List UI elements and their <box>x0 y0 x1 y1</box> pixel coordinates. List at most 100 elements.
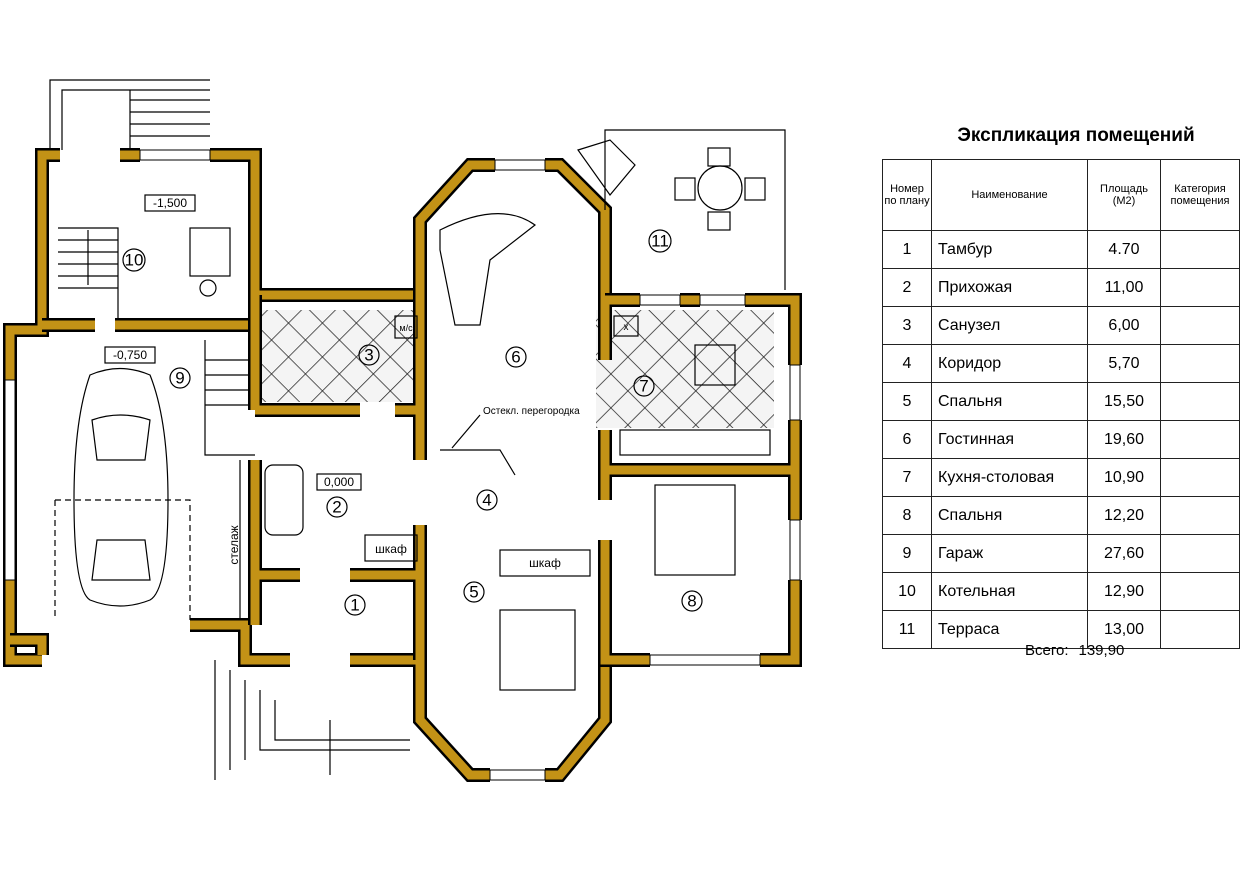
svg-text:3: 3 <box>364 346 373 365</box>
room-name: Спальня <box>931 382 1088 421</box>
svg-text:2: 2 <box>332 498 341 517</box>
header-category: Категория помещения <box>1160 159 1240 231</box>
room-7: 7 <box>633 375 655 397</box>
room-area: 12,90 <box>1087 572 1161 611</box>
room-name: Коридор <box>931 344 1088 383</box>
svg-text:9: 9 <box>175 369 184 388</box>
room-name: Гараж <box>931 534 1088 573</box>
kitchen-table <box>694 344 736 386</box>
room-3: 3 <box>358 344 380 366</box>
room-category <box>1160 420 1240 459</box>
room-number: 3 <box>882 306 932 345</box>
total-label: Всего: <box>1025 642 1069 659</box>
room-area: 12,20 <box>1087 496 1161 535</box>
room-area: 4.70 <box>1087 230 1161 269</box>
room-9: 9 <box>169 367 191 389</box>
room-name: Гостинная <box>931 420 1088 459</box>
room-number: 1 <box>882 230 932 269</box>
room-category <box>1160 230 1240 269</box>
room-area: 27,60 <box>1087 534 1161 573</box>
svg-text:7: 7 <box>639 377 648 396</box>
room-number: 4 <box>882 344 932 383</box>
room-number: 2 <box>882 268 932 307</box>
glass-partition <box>440 449 516 476</box>
level-garage: -0,750 <box>113 348 147 362</box>
room-4: 4 <box>476 489 498 511</box>
bed-8 <box>654 484 736 576</box>
room-category <box>1160 496 1240 535</box>
room-number: 6 <box>882 420 932 459</box>
room-area: 6,00 <box>1087 306 1161 345</box>
terrace-outline <box>577 129 786 290</box>
room-area: 11,00 <box>1087 268 1161 307</box>
shelf-label: стелаж <box>227 525 241 564</box>
room-2: 2 <box>326 496 348 518</box>
wardrobe-label-1: шкаф <box>375 542 407 556</box>
room-category <box>1160 382 1240 421</box>
wardrobe-label-2: шкаф <box>529 556 561 570</box>
stove-label: x <box>624 322 629 333</box>
total-value: 139,90 <box>1078 642 1125 659</box>
schedule-title: Экспликация помещений <box>957 125 1195 146</box>
room-name: Котельная <box>931 572 1088 611</box>
room-area: 10,90 <box>1087 458 1161 497</box>
room-11: 11 <box>648 229 672 253</box>
sofa <box>264 464 304 536</box>
room-number: 11 <box>882 610 932 649</box>
room-10: 10 <box>122 248 146 272</box>
living-sofa <box>439 213 537 326</box>
room-5: 5 <box>463 581 485 603</box>
walls <box>3 148 802 782</box>
room-name: Прихожая <box>931 268 1088 307</box>
room-category <box>1160 458 1240 497</box>
svg-text:8: 8 <box>687 592 696 611</box>
room-name: Спальня <box>931 496 1088 535</box>
room-name: Кухня-столовая <box>931 458 1088 497</box>
terrace-table <box>674 147 766 231</box>
svg-text:4: 4 <box>482 491 491 510</box>
bathroom-tiles <box>260 310 420 402</box>
header-number: Номер по плану <box>882 159 932 231</box>
room-category <box>1160 610 1240 649</box>
floor-plan: -1,500 -0,750 0,000 шкаф шкаф стелаж м/с… <box>3 79 802 782</box>
room-name: Санузел <box>931 306 1088 345</box>
total-row: Всего: 139,90 <box>1025 642 1124 659</box>
room-category <box>1160 572 1240 611</box>
bed-5 <box>499 609 576 691</box>
room-6: 6 <box>505 346 527 368</box>
room-8: 8 <box>681 590 703 612</box>
kitchen-tiles <box>596 310 774 428</box>
svg-text:11: 11 <box>651 232 669 251</box>
svg-text:1: 1 <box>350 596 359 615</box>
level-hall: 0,000 <box>324 475 354 489</box>
kitchen-counter <box>619 429 771 456</box>
stairs-top <box>49 79 210 150</box>
room-number: 10 <box>882 572 932 611</box>
car <box>54 367 191 620</box>
room-number: 5 <box>882 382 932 421</box>
stairs-garage <box>204 340 255 620</box>
room-category <box>1160 268 1240 307</box>
header-name: Наименование <box>931 159 1088 231</box>
room-number: 8 <box>882 496 932 535</box>
header-area: Площадь (М2) <box>1087 159 1161 231</box>
room-1: 1 <box>344 594 366 616</box>
room-numbers: 1 2 3 4 5 6 7 8 9 10 11 <box>122 229 703 616</box>
room-number: 7 <box>882 458 932 497</box>
svg-text:10: 10 <box>125 251 144 270</box>
room-area: 19,60 <box>1087 420 1161 459</box>
boiler <box>189 227 231 277</box>
svg-text:5: 5 <box>469 583 478 602</box>
front-porch <box>214 660 410 780</box>
room-schedule: Экспликация помещений Номер по плану Наи… <box>882 125 1240 649</box>
room-category <box>1160 306 1240 345</box>
